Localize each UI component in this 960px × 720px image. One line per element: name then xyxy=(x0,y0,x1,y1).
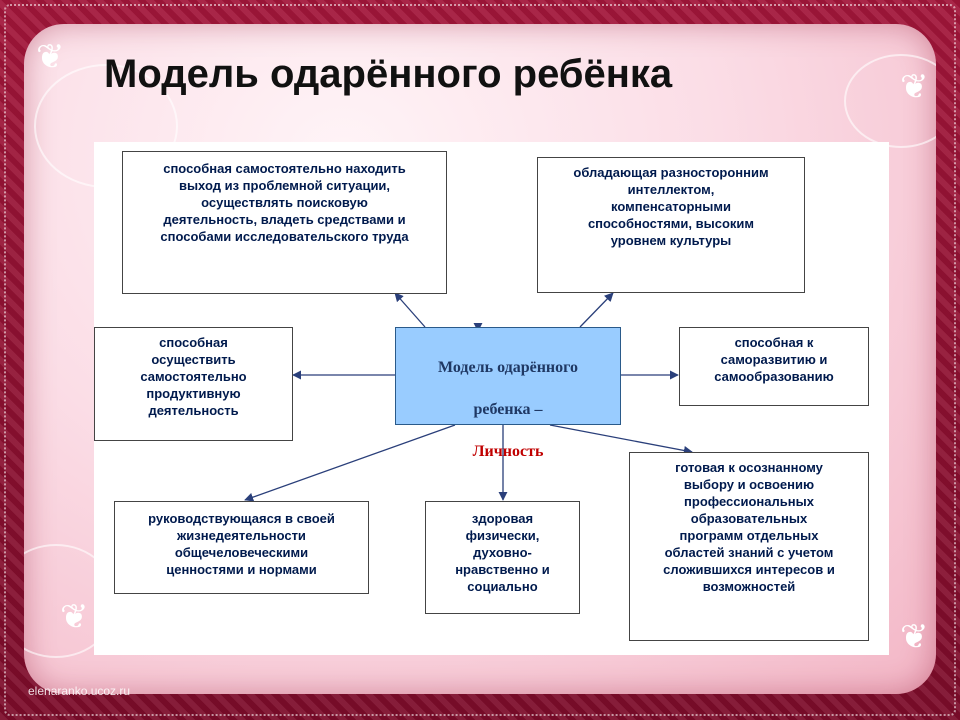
trait-box-middle-left: способная осуществить самостоятельно про… xyxy=(94,327,293,441)
center-node-accent: Личность xyxy=(472,443,544,460)
trait-box-top-left: способная самостоятельно находить выход … xyxy=(122,151,447,294)
trait-box-bottom-middle: здоровая физически, духовно- нравственно… xyxy=(425,501,580,614)
decorative-swirl xyxy=(844,54,936,148)
site-watermark: elenaranko.ucoz.ru xyxy=(28,684,131,698)
butterfly-icon: ❦ xyxy=(60,598,89,636)
page-title: Модель одарённого ребёнка xyxy=(104,52,673,96)
butterfly-icon: ❦ xyxy=(900,68,929,106)
center-node-line1: Модель одарённого xyxy=(438,359,578,376)
center-node-line2: ребенка – xyxy=(473,401,543,418)
butterfly-icon: ❦ xyxy=(36,38,65,76)
center-node: Модель одарённого ребенка – Личность xyxy=(395,327,621,460)
trait-box-bottom-left: руководствующаяся в своей жизнедеятельно… xyxy=(114,501,369,594)
frame-dotted-border xyxy=(4,4,956,716)
trait-box-top-right: обладающая разносторонним интеллектом, к… xyxy=(537,157,805,293)
trait-box-middle-right: способная к саморазвитию и самообразован… xyxy=(679,327,869,406)
trait-box-bottom-right: готовая к осознанному выбору и освоению … xyxy=(629,452,869,641)
butterfly-icon: ❦ xyxy=(900,618,929,656)
